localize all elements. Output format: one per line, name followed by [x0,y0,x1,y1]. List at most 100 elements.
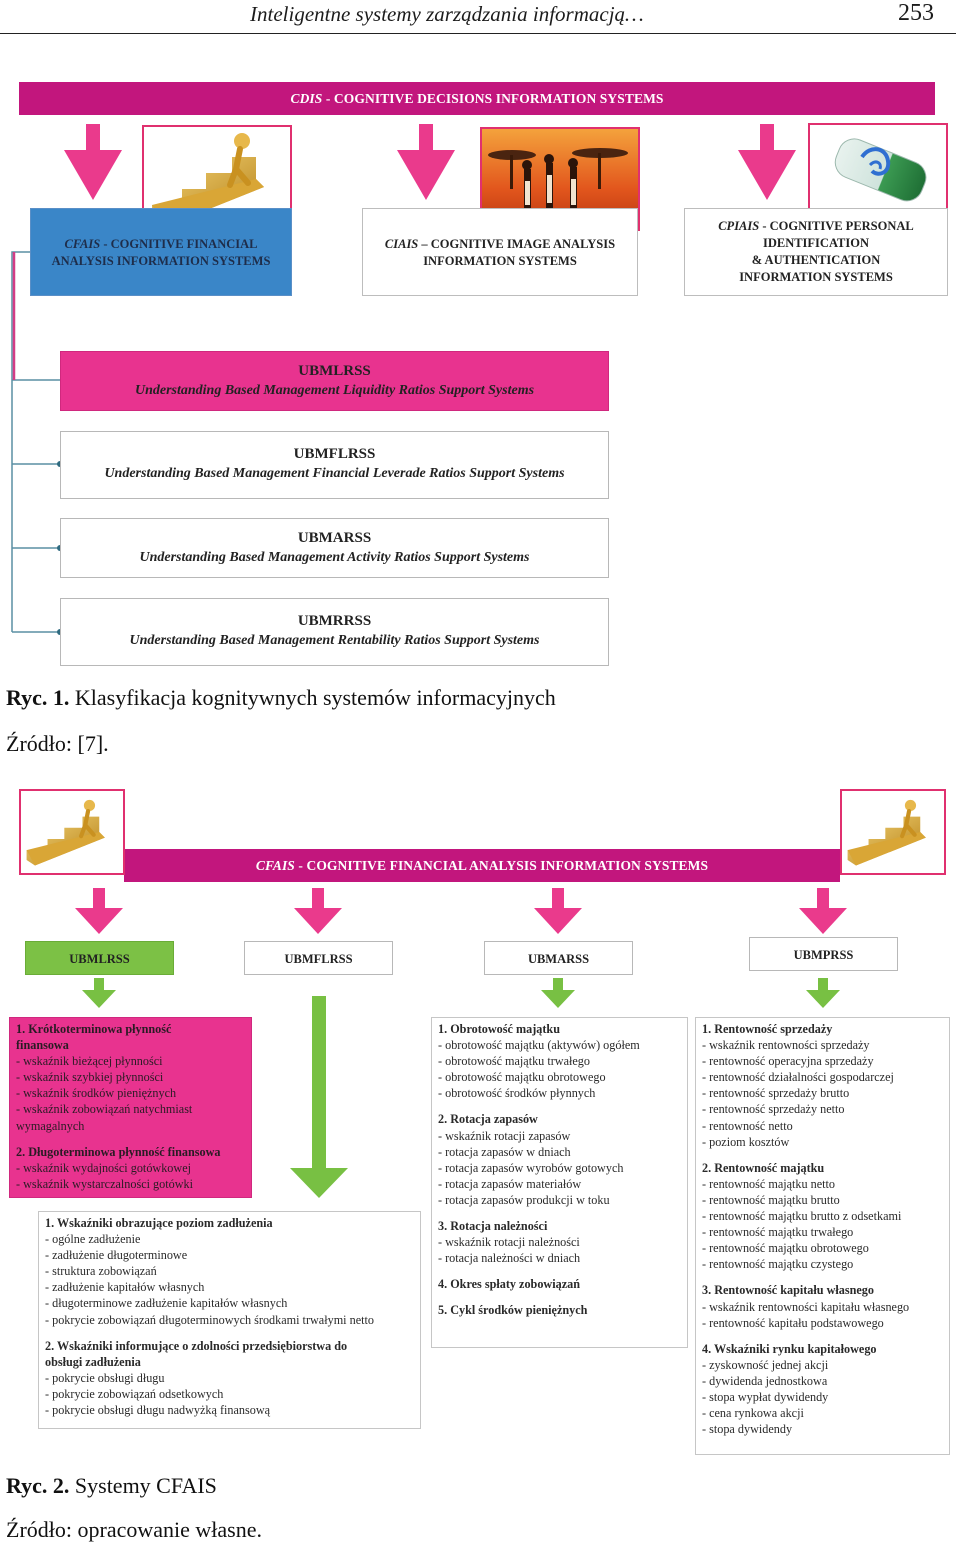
ratio-box-rentability: UBMRRSS Understanding Based Management R… [60,598,609,666]
cfais-acronym: CFAIS [64,237,101,251]
figure-1-caption-text: Klasyfikacja kognitywnych systemów infor… [69,685,556,710]
cfais-line-2: ANALYSIS INFORMATION SYSTEMS [51,254,271,268]
ratio-acronym: UBMRRSS [297,613,372,629]
list-section-heading: obsługi zadłużenia [45,1354,141,1369]
list-section-heading: 3. Rotacja należności [438,1219,548,1234]
list-item: - wskaźnik zobowiązań natychmiast [16,1102,193,1117]
cpiais-line-3: & AUTHENTICATION [751,253,881,267]
list-gap [438,1266,681,1276]
ratio-acronym: UBMARSS [297,530,372,546]
figure-2-caption-text: Systemy CFAIS [69,1473,217,1498]
list-item: - struktura zobowiązań [45,1264,157,1279]
list-item: - rotacja zapasów w dniach [438,1144,571,1159]
green-down-arrow-icon [290,996,348,1198]
pink-down-arrow-icon [534,888,582,934]
page-number: 253 [898,0,934,26]
list-item: - ogólne zadłużenie [45,1232,141,1247]
list-item: - wskaźnik rentowności kapitału własnego [702,1299,910,1314]
ratio-fullname: Understanding Based Management Liquidity… [134,383,535,398]
ratio-acronym: UBMFLRSS [293,446,376,462]
gold-figure-stairs-icon [26,799,105,866]
list-gap [438,1208,681,1218]
list-item: - poziom kosztów [702,1134,790,1149]
ratio-box-activity: UBMARSS Understanding Based Management A… [60,518,609,578]
list-item: - wskaźnik wystarczalności gotówki [16,1176,194,1191]
list-item: - rentowność majątku netto [702,1176,836,1191]
list-section-heading: finansowa [16,1038,69,1053]
list-item: - pokrycie obsługi długu [45,1370,165,1385]
list-item: - rentowność majątku czystego [702,1257,854,1272]
figure-1-caption: Ryc. 1. Klasyfikacja kognitywnych system… [6,685,556,711]
list-item: - zyskowność jednej akcji [702,1357,829,1372]
cfais-box: CFAIS - COGNITIVE FINANCIAL ANALYSIS INF… [30,208,292,296]
cpiais-box: CPIAIS - COGNITIVE PERSONAL IDENTIFICATI… [684,208,948,296]
list-section-heading: 2. Długoterminowa płynność finansowa [16,1144,221,1159]
cpiais-line-4: INFORMATION SYSTEMS [739,270,893,284]
figure-2: CFAIS - COGNITIVE FINANCIAL ANALYSIS INF… [0,770,960,1544]
list-section-heading: 2. Rotacja zapasów [438,1112,538,1127]
list-section-heading: 1. Obrotowość majątku [438,1022,560,1036]
list-item: - rentowność działalności gospodarczej [702,1070,894,1085]
cpiais-acronym: CPIAIS [718,219,760,233]
cdis-acronym: CDIS [290,91,323,106]
green-down-arrow-icon [806,978,840,1008]
list-item: - rentowność majątku brutto z odsetkami [702,1209,902,1224]
list-section-heading: 4. Wskaźniki rynku kapitałowego [702,1341,877,1356]
cfais-banner-acronym: CFAIS [255,858,295,873]
list-item: - stopa wypłat dywidendy [702,1389,829,1404]
ciais-box: CIAIS – COGNITIVE IMAGE ANALYSIS INFORMA… [362,208,638,296]
list-item: - rotacja należności w dniach [438,1251,581,1266]
pink-down-arrow-icon [799,888,847,934]
list-item: - rentowność kapitału podstawowego [702,1315,884,1330]
list-item: - wskaźnik bieżącej płynności [16,1054,163,1069]
list-item: - pokrycie zobowiązań odsetkowych [45,1386,224,1401]
list-item: - rentowność sprzedaży netto [702,1102,845,1117]
list-item: - rentowność majątku brutto [702,1192,840,1207]
gold-figure-stairs-icon [847,799,926,866]
ratio-fullname: Understanding Based Management Financial… [104,466,565,481]
figure-1-source: Źródło: [7]. [6,731,109,756]
list-item: - rotacja zapasów wyrobów gotowych [438,1160,624,1175]
cfais-line-1: CFAIS - COGNITIVE FINANCIAL [31,236,291,253]
figure-2-source: Źródło: opracowanie własne. [6,1517,262,1542]
list-section-heading: 1. Wskaźniki obrazujące poziom zadłużeni… [45,1216,273,1230]
fingerprint-card-icon [834,138,927,202]
cpiais-line-1-text: - COGNITIVE PERSONAL [759,219,914,233]
ciais-acronym: CIAIS [384,237,419,251]
cpiais-line-2: IDENTIFICATION [762,236,870,250]
ratio-box-liquidity: UBMLRSS Understanding Based Management L… [60,351,609,411]
list-gap [45,1328,414,1338]
fingerprint-card-image [808,123,948,219]
running-header-title: Inteligentne systemy zarządzania informa… [250,2,644,26]
cdis-title: - COGNITIVE DECISIONS INFORMATION SYSTEM… [322,91,664,106]
list-item: - zadłużenie długoterminowe [45,1248,188,1263]
list-gap [702,1272,943,1282]
list-item: - stopa dywidendy [702,1422,793,1437]
cfais-banner-title: - COGNITIVE FINANCIAL ANALYSIS INFORMATI… [294,858,709,873]
figure-2-label: Ryc. 2. [6,1473,70,1498]
list-item: - rentowność sprzedaży brutto [702,1086,850,1101]
activity-ratios-list: 1. Obrotowość majątku- obrotowość majątk… [431,1017,688,1348]
list-gap [702,1150,943,1160]
pink-down-arrow-icon [738,124,796,200]
list-item: - rentowność netto [702,1118,793,1133]
gold-figure-stairs-image-left [19,789,125,875]
list-item: - wskaźnik wydajności gotówkowej [16,1160,191,1175]
header-ubmflrss: UBMFLRSS [244,941,393,975]
pink-down-arrow-icon [75,888,123,934]
leverage-ratios-list: 1. Wskaźniki obrazujące poziom zadłużeni… [38,1211,421,1429]
ciais-line-2: INFORMATION SYSTEMS [423,254,577,268]
ciais-line-1: CIAIS – COGNITIVE IMAGE ANALYSIS [363,236,637,253]
list-item: - wskaźnik rotacji należności [438,1235,580,1250]
header-ubmprss: UBMPRSS [749,937,898,971]
list-item: wymagalnych [16,1118,85,1133]
list-item: - zadłużenie kapitałów własnych [45,1280,205,1295]
list-item: - wskaźnik rentowności sprzedaży [702,1038,870,1053]
pink-down-arrow-icon [64,124,122,200]
figure-1: CDIS - COGNITIVE DECISIONS INFORMATION S… [0,0,960,770]
list-item: - rentowność operacyjna sprzedaży [702,1054,874,1069]
list-item: - rentowność majątku obrotowego [702,1241,869,1256]
list-item: - rotacja zapasów materiałów [438,1176,582,1191]
list-section-heading: 1. Rentowność sprzedaży [702,1022,833,1036]
